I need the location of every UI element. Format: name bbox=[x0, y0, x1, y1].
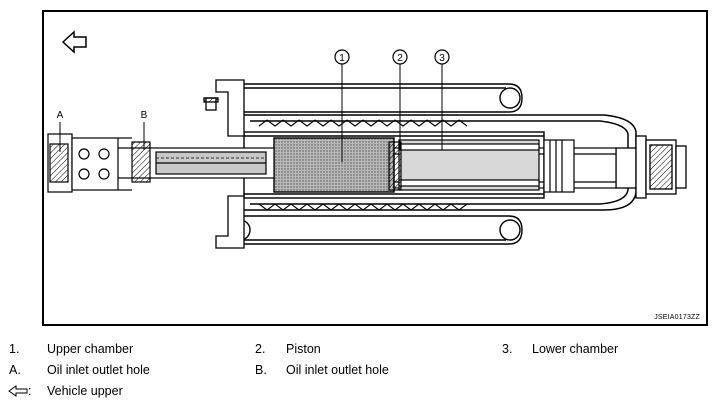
callout-2-label: 2 bbox=[397, 53, 403, 64]
legend-text-upper-chamber: Upper chamber bbox=[47, 342, 134, 356]
legend-key-3: 3. bbox=[502, 342, 513, 356]
callout-2: 2 bbox=[392, 49, 408, 65]
legend-key-1: 1. bbox=[9, 342, 20, 356]
legend-text-lower-chamber: Lower chamber bbox=[532, 342, 619, 356]
callout-leader-lines bbox=[59, 64, 443, 162]
vehicle-upper-arrow-icon bbox=[61, 30, 87, 54]
legend-text-b: Oil inlet outlet hole bbox=[286, 363, 389, 377]
legend-arrow-icon bbox=[8, 385, 32, 400]
callout-3: 3 bbox=[434, 49, 450, 65]
legend-row-3: : Vehicle upper bbox=[0, 384, 717, 402]
legend-text-piston: Piston bbox=[286, 342, 321, 356]
upper-spring-seat bbox=[244, 83, 523, 113]
lower-chamber bbox=[388, 139, 575, 193]
dust-boot-bellows bbox=[258, 119, 468, 211]
legend-key-b: B. bbox=[255, 363, 267, 377]
upper-mount-bracket bbox=[203, 79, 245, 249]
lower-mount-fitting bbox=[615, 135, 687, 199]
legend-row-1: 1. Upper chamber 2. Piston 3. Lower cham… bbox=[0, 342, 717, 360]
legend-text-vehicle-upper: Vehicle upper bbox=[47, 384, 123, 398]
lower-spring-seat bbox=[229, 215, 523, 245]
legend-key-a: A. bbox=[9, 363, 21, 377]
letter-b-label: B bbox=[141, 110, 148, 121]
letter-a-label: A bbox=[57, 110, 64, 121]
callout-3-label: 3 bbox=[439, 53, 445, 64]
shock-absorber-cross-section: 1 2 3 A B bbox=[47, 30, 687, 249]
callout-1-label: 1 bbox=[339, 53, 345, 64]
callout-1: 1 bbox=[334, 49, 350, 65]
legend-key-2: 2. bbox=[255, 342, 266, 356]
diagram-frame: 1 2 3 A B JSEIA0173ZZ bbox=[42, 10, 708, 326]
figure-code: JSEIA0173ZZ bbox=[654, 314, 700, 321]
legend-row-2: A. Oil inlet outlet hole B. Oil inlet ou… bbox=[0, 363, 717, 381]
legend-text-a: Oil inlet outlet hole bbox=[47, 363, 150, 377]
legend-arrow-suffix: : bbox=[28, 384, 32, 398]
upper-shaft bbox=[103, 141, 275, 183]
